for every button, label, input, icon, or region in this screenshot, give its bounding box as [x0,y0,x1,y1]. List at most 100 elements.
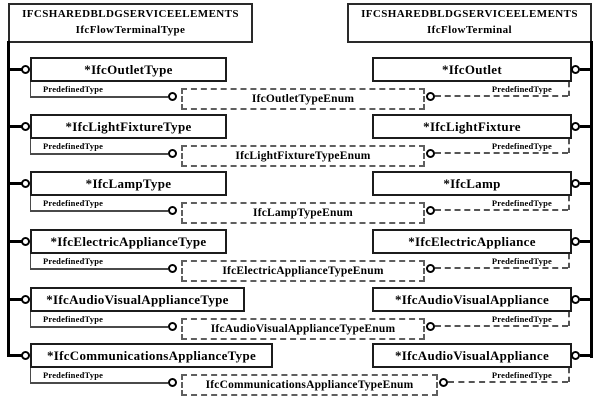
bus-connector-line-left [7,354,22,357]
page-entity-name: IfcFlowTerminalType [75,24,186,36]
enum-name: IfcElectricApplianceTypeEnum [222,265,384,277]
entity-box-type: *IfcOutletType [30,57,227,82]
enum-box: IfcLampTypeEnum [181,202,425,224]
diagram-row: *IfcAudioVisualApplianceType PredefinedT… [0,287,600,344]
entity-box-occurrence: *IfcLamp [372,171,572,196]
subtype-circle-left [21,237,30,246]
subtype-circle-right [571,122,580,131]
entity-box-occurrence: *IfcElectricAppliance [372,229,572,254]
entity-name: *IfcLampType [85,175,172,191]
bus-connector-line-right [580,354,593,357]
attribute-line-dashed-corner [568,254,570,268]
enum-name: IfcLightFixtureTypeEnum [235,150,371,162]
enum-name: IfcAudioVisualApplianceTypeEnum [210,323,396,335]
entity-name: *IfcAudioVisualAppliance [394,347,550,363]
attribute-line-dashed [435,152,568,154]
subtype-circle-left [21,351,30,360]
attribute-label-left: PredefinedType [43,256,104,266]
entity-name: *IfcAudioVisualApplianceType [46,291,229,307]
enum-name: IfcCommunicationsApplianceTypeEnum [205,379,414,391]
attribute-label-left: PredefinedType [43,314,104,324]
schema-header-right: IFCSHAREDBLDGSERVICEELEMENTS IfcFlowTerm… [347,3,592,43]
bus-connector-line-left [7,68,22,71]
attribute-circle-right [426,206,435,215]
inheritance-bus-right [590,41,593,358]
entity-box-occurrence: *IfcAudioVisualAppliance [372,343,572,368]
attribute-label-right: PredefinedType [491,198,552,208]
attribute-line-dashed [435,95,568,97]
attribute-label-right: PredefinedType [491,314,552,324]
entity-box-type: *IfcAudioVisualApplianceType [30,287,245,312]
entity-box-type: *IfcLampType [30,171,227,196]
subtype-circle-right [571,351,580,360]
entity-name: *IfcLamp [443,175,501,191]
bus-connector-line-left [7,182,22,185]
attribute-line-solid [30,326,168,328]
entity-name: *IfcOutlet [441,61,503,77]
attribute-label-right: PredefinedType [491,84,552,94]
attribute-circle-right [426,92,435,101]
attribute-label-right: PredefinedType [491,141,552,151]
bus-connector-line-right [580,125,593,128]
attribute-row-edge [30,196,31,211]
enum-box: IfcElectricApplianceTypeEnum [181,260,425,282]
attribute-row-edge [30,312,31,327]
attribute-circle-right [439,378,448,387]
subtype-circle-right [571,65,580,74]
bus-connector-line-right [580,68,593,71]
enum-name: IfcOutletTypeEnum [251,93,355,105]
subtype-circle-right [571,295,580,304]
entity-box-type: *IfcElectricApplianceType [30,229,227,254]
attribute-line-solid [30,96,168,98]
attribute-label-right: PredefinedType [491,256,552,266]
attribute-circle-left [168,92,177,101]
attribute-line-dashed-corner [568,82,570,96]
enum-name: IfcLampTypeEnum [253,207,353,219]
attribute-line-dashed [448,381,568,383]
attribute-row-edge [30,368,31,383]
attribute-row-edge [30,254,31,269]
entity-name: *IfcElectricApplianceType [50,233,207,249]
diagram-row: *IfcLampType PredefinedType IfcLampTypeE… [0,171,600,228]
attribute-circle-left [168,206,177,215]
attribute-label-left: PredefinedType [43,84,104,94]
attribute-circle-right [426,322,435,331]
attribute-line-dashed [435,325,568,327]
inheritance-bus-left [7,41,10,357]
attribute-circle-left [168,149,177,158]
attribute-line-dashed-corner [568,139,570,153]
entity-box-occurrence: *IfcLightFixture [372,114,572,139]
entity-box-occurrence: *IfcOutlet [372,57,572,82]
subtype-circle-left [21,122,30,131]
bus-connector-line-right [580,298,593,301]
bus-connector-line-left [7,125,22,128]
bus-connector-line-right [580,240,593,243]
attribute-label-left: PredefinedType [43,141,104,151]
bus-connector-line-right [580,182,593,185]
attribute-label-left: PredefinedType [43,198,104,208]
entity-name: *IfcCommunicationsApplianceType [46,347,257,363]
subtype-circle-right [571,179,580,188]
enum-box: IfcLightFixtureTypeEnum [181,145,425,167]
entity-box-type: *IfcLightFixtureType [30,114,227,139]
subtype-circle-left [21,65,30,74]
entity-box-type: *IfcCommunicationsApplianceType [30,343,273,368]
attribute-circle-left [168,378,177,387]
entity-name: *IfcOutletType [84,61,173,77]
attribute-label-left: PredefinedType [43,370,104,380]
bus-connector-line-left [7,240,22,243]
diagram-row: *IfcElectricApplianceType PredefinedType… [0,229,600,286]
attribute-line-dashed-corner [568,368,570,382]
subtype-circle-left [21,179,30,188]
attribute-line-dashed-corner [568,312,570,326]
attribute-line-solid [30,268,168,270]
entity-box-occurrence: *IfcAudioVisualAppliance [372,287,572,312]
attribute-line-dashed-corner [568,196,570,210]
attribute-line-dashed [435,267,568,269]
page-entity-name: IfcFlowTerminal [426,24,513,36]
attribute-circle-left [168,264,177,273]
schema-name: IFCSHAREDBLDGSERVICEELEMENTS [361,8,578,21]
attribute-circle-right [426,264,435,273]
entity-name: *IfcAudioVisualAppliance [394,291,550,307]
